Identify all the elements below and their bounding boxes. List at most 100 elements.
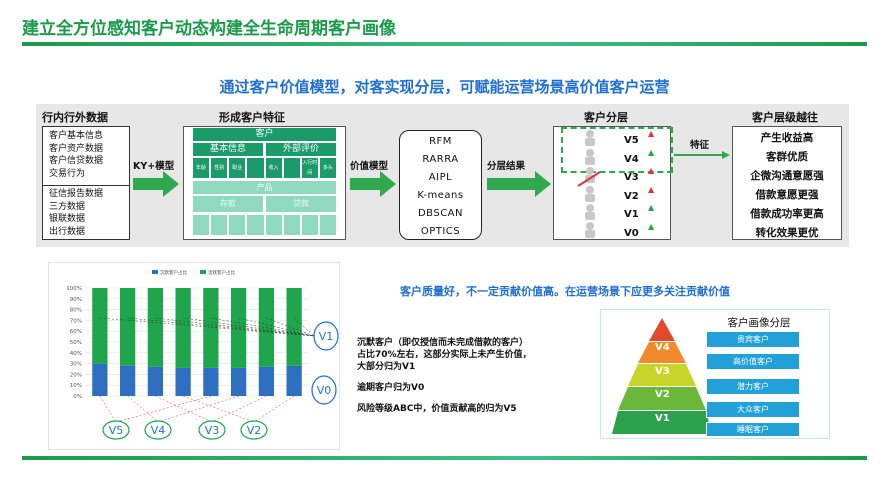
level-marker-label: V2 [247,424,262,437]
quality-note: 客户质量好，不一定贡献价值高。在运营场景下应更多关注贡献价值 [400,285,730,298]
level-marker [240,420,268,440]
level-marker-label: V3 [205,424,220,437]
bar-segment [92,288,108,364]
model-item: K-means [417,190,464,201]
feature-cell: 多头 [319,158,336,178]
figures-icon [577,130,601,238]
outer-data-list: 征信报告数据 三方数据 银联数据 出行数据 [43,185,129,240]
trait-item: 产生收益高 [760,132,814,144]
trait-item: 转化效果更优 [755,227,819,239]
feature-cell: 收入 [265,158,282,178]
note-line: 风险等级ABC中，价值贡献高的归为V5 [357,404,517,414]
title-underline [22,42,867,46]
features-header: 形成客户特征 [219,111,285,124]
level-row: V0 ▲ [624,221,664,240]
model-item: OPTICS [420,226,461,237]
feature-product: 产品 [193,181,336,194]
level-marker [102,420,130,440]
connector-line [127,395,159,423]
y-tick-label: 70% [70,318,82,324]
pyramid-label: 大众客户 [706,401,800,418]
arrow-ky-label: KY+模型 [133,161,175,172]
connector-line [293,317,315,337]
legend-swatch [200,270,206,274]
trait-item: 企微沟通意愿强 [750,170,824,182]
pyramid-level: V3 [655,366,670,377]
trait-item: 客群优质 [766,151,808,163]
level-marker [311,375,337,405]
bar-segment [119,365,136,396]
bar-segment [258,288,275,367]
bar-segment [175,367,191,396]
feature-external: 外部评价 [266,143,336,156]
bar-segment [286,288,302,366]
bar-segment [147,288,164,367]
stacked-bar-chart: 0%10%20%30%40%50%60%70%80%90%100%沉默客户占比活… [66,269,339,440]
y-tick-label: 50% [70,340,82,346]
arrow-up-icon: ▲ [648,147,655,157]
feature-loan: 贷款 [266,196,336,212]
list-item: 客户基本信息 [49,131,104,141]
page-subtitle: 通过客户价值模型，对客实现分层，可赋能运营场景高价值客户运营 [219,78,670,96]
feature-cell [283,158,300,178]
bar-segment [286,365,302,396]
arrow-up-icon: ▲ [648,184,655,194]
model-item: RFM [429,136,452,147]
pyramid-level: V4 [655,342,670,353]
data-sources-box: 客户基本信息 客户资产数据 客户信贷数据 交易行为 征信报告数据 三方数据 银联… [42,126,130,240]
level-marker [313,321,339,351]
level-marker-label: V1 [319,330,334,343]
bar-segment [258,366,275,396]
inner-data-list: 客户基本信息 客户资产数据 客户信贷数据 交易行为 [43,127,129,183]
bar-segment [230,288,247,368]
connector-line [155,317,315,337]
traits-header: 客户层级越往 [752,111,818,124]
list-item: 出行数据 [49,226,86,237]
pyramid-level: V1 [655,413,670,424]
level-marker [144,420,172,440]
feature-cell: 性别 [211,158,228,178]
list-item: 交易行为 [49,168,86,179]
connector-line [99,395,117,423]
connector-line [211,395,267,423]
model-item: DBSCAN [417,208,464,219]
list-item: 客户信贷数据 [49,156,104,166]
arrow-result-label: 分层结果 [487,161,526,172]
bar-segment [203,288,219,368]
connector-line [266,317,315,337]
feature-cell: 入行时间 [301,158,318,178]
feature-customer: 客户 [193,128,336,141]
bar-segment [230,367,247,396]
page-title: 建立全方位感知客户动态构建全生命周期客户画像 [22,19,396,39]
y-tick-label: 0% [73,394,82,400]
arrow-feature-label: 特征 [690,140,710,151]
connector-line [157,395,239,423]
y-tick-label: 20% [70,372,82,378]
models-box: RFM RARRA AIPL K-means DBSCAN OPTICS [399,130,482,240]
data-sources-header: 行内行外数据 [42,111,108,124]
arrow-right-icon [487,171,551,197]
notes-block: 沉默客户（即仅授信而未完成借款的客户） 占比70%左右，这部分实际上未产生价值，… [357,337,597,415]
arrow-up-icon: ▲ [648,203,655,212]
bar-segment [147,366,164,396]
level-row: V1 ▲ [624,202,664,221]
y-tick-label: 40% [70,351,82,357]
note-line: 沉默客户（即仅授信而未完成借款的客户） [357,338,529,348]
level-row: V3▲ [624,165,664,184]
bar-segment [203,367,219,396]
connector-line [210,317,315,337]
arrow-up-icon: ▲ [648,221,655,231]
list-item: 银联数据 [49,214,86,224]
note-line: 逾期客户归为V0 [357,383,425,393]
trait-item: 借款成功率更高 [750,208,824,220]
level-label: V0 [624,227,639,239]
feature-faded-row [193,215,336,235]
level-row: V5▲ [624,128,664,147]
footer-bar [22,456,867,460]
y-tick-label: 10% [70,383,82,389]
level-row: V4▲ [624,147,664,166]
level-label: V1 [624,209,639,220]
pyramid-level: V5 [636,322,648,331]
y-tick-label: 30% [70,362,82,368]
note-line: 大部分归为V1 [357,362,416,372]
